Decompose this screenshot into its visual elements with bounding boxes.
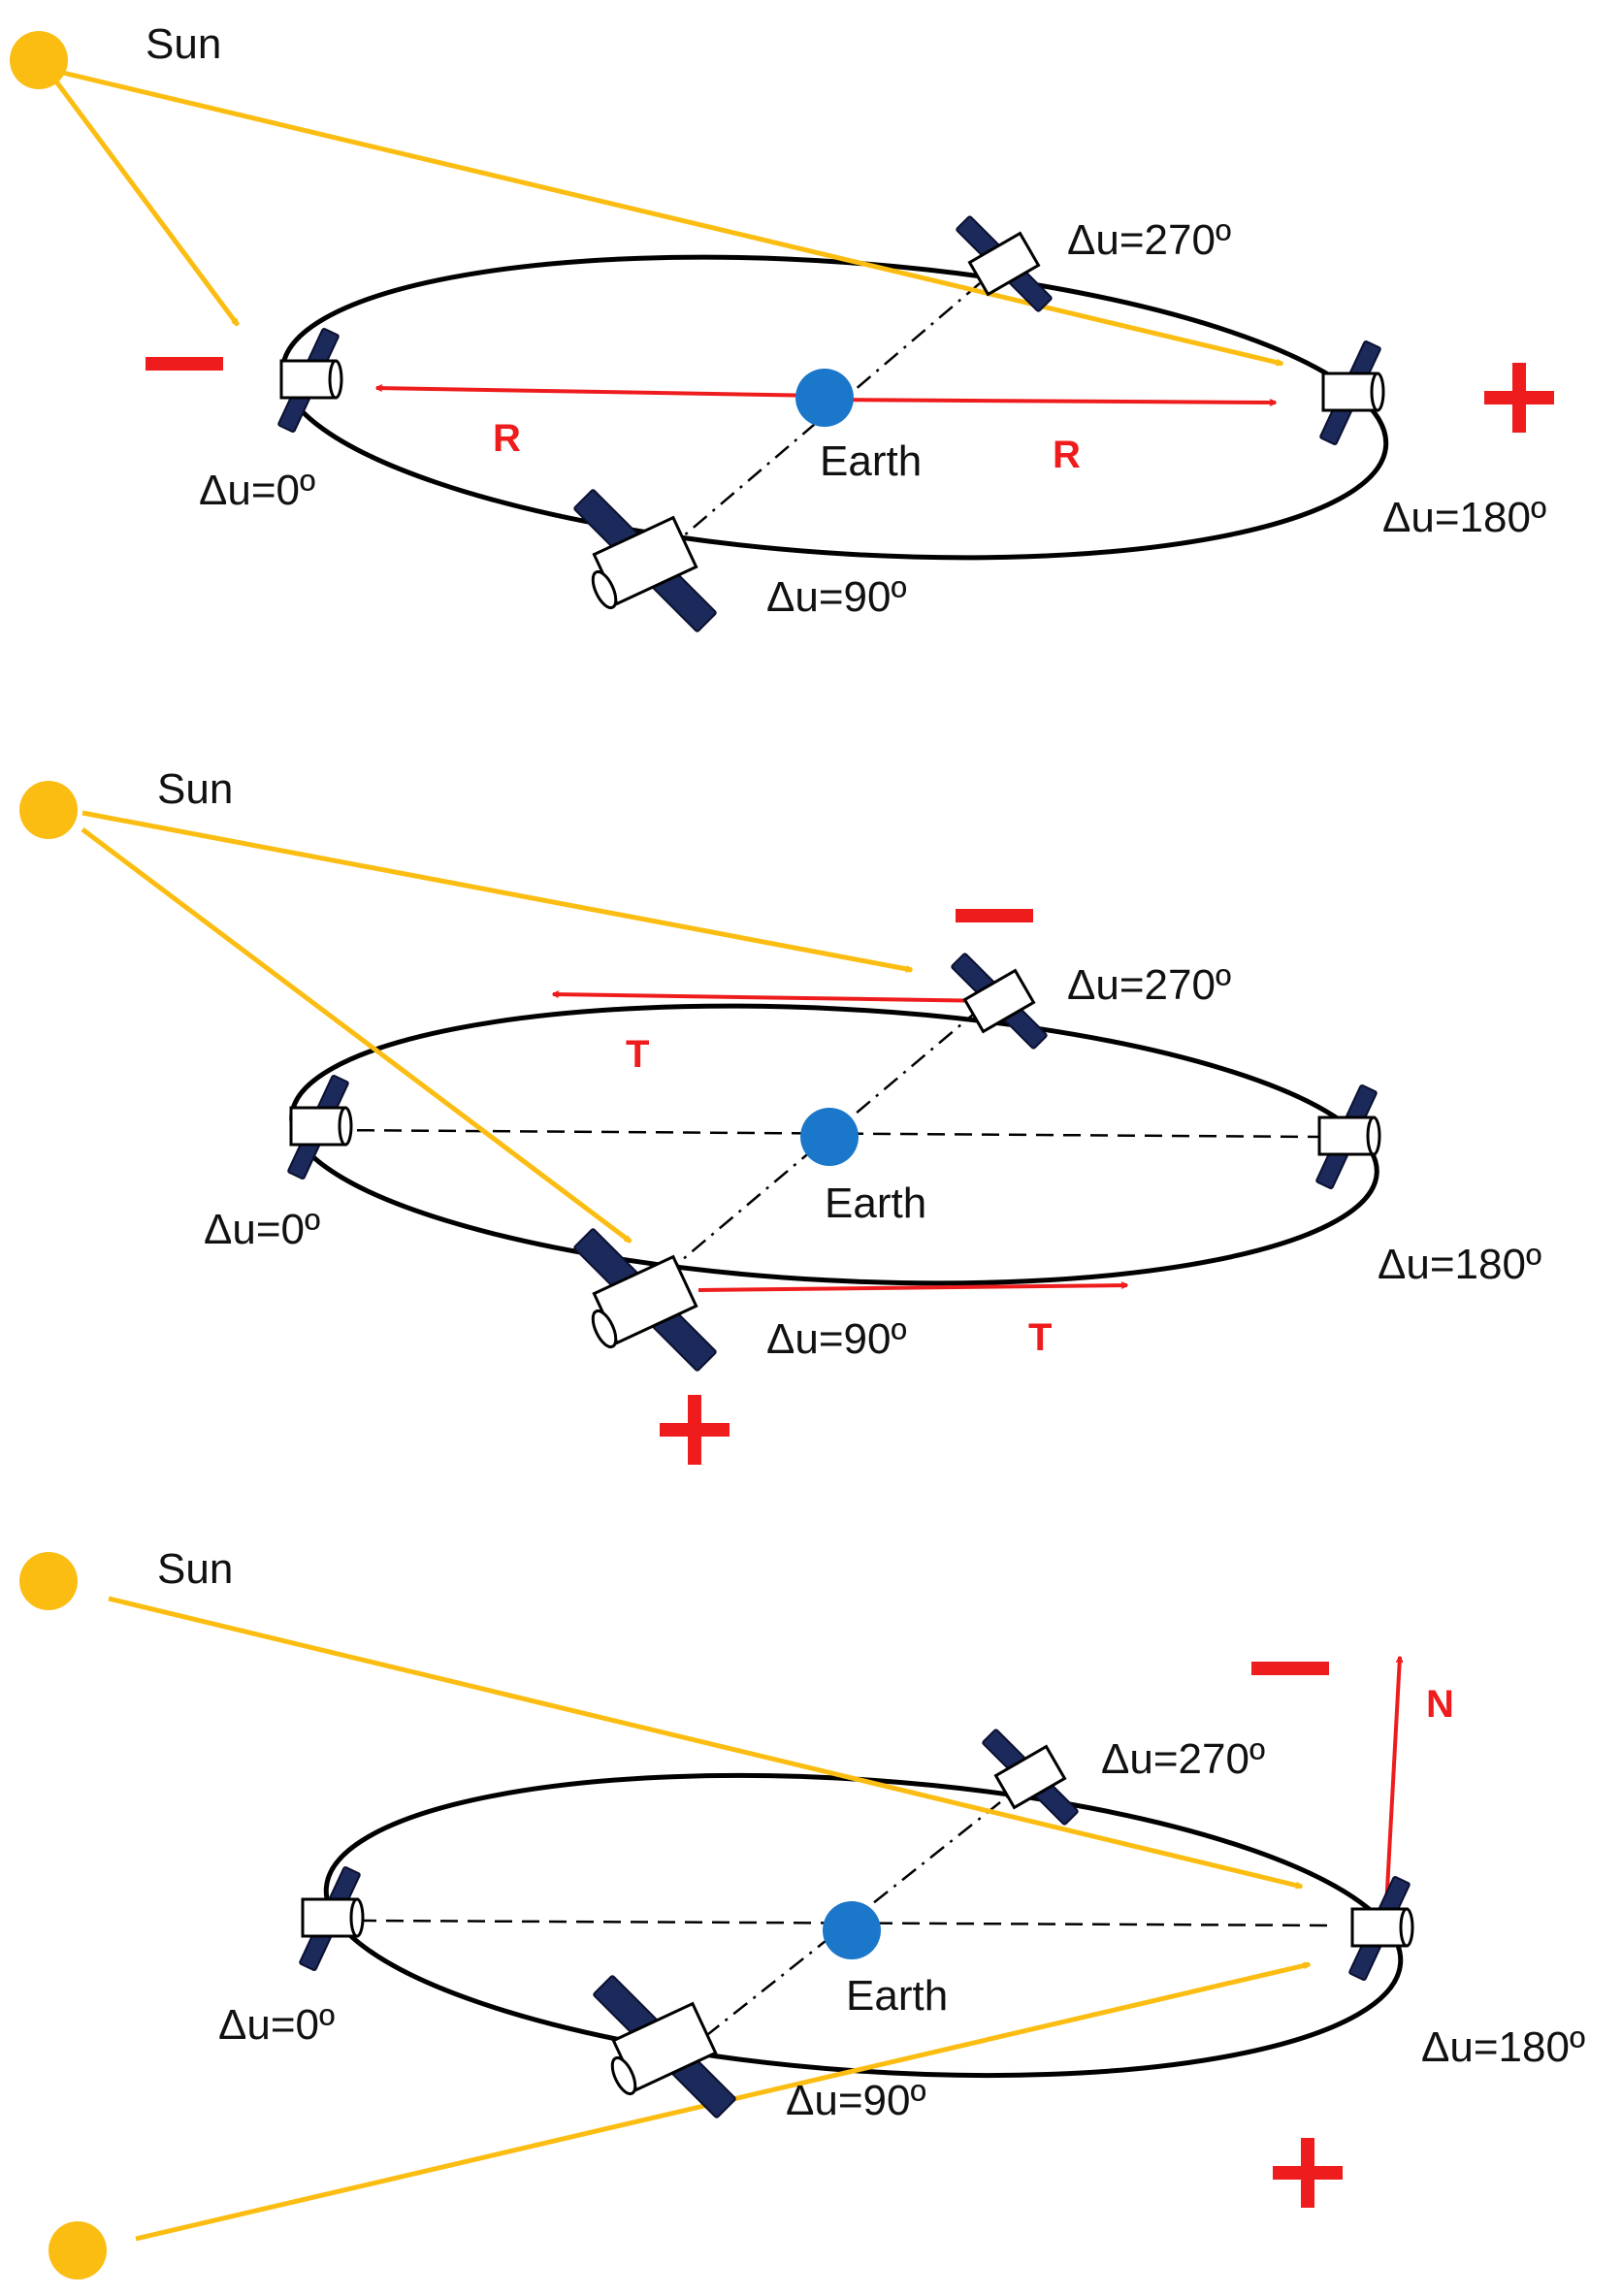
tangential-label: T — [626, 1033, 649, 1076]
satellite-icon — [1318, 339, 1385, 447]
minus-sign — [1251, 1662, 1329, 1675]
earth-label: Earth — [820, 437, 922, 485]
tangential-vector — [553, 994, 995, 1003]
tangential-label: T — [1028, 1316, 1052, 1359]
satellite-icon — [571, 487, 719, 634]
plus-sign — [1273, 2138, 1343, 2208]
sun-label: Sun — [157, 1545, 233, 1593]
delta-u-180-label: Δu=180º — [1421, 2023, 1585, 2071]
minus-sign — [146, 357, 223, 371]
sun-ray — [50, 76, 241, 325]
sun-label: Sun — [157, 765, 233, 813]
minus-sign — [956, 909, 1033, 922]
delta-u-180-label: Δu=180º — [1382, 494, 1546, 541]
satellite-icon — [1314, 1083, 1381, 1191]
panel-tangential: Sun Earth Δu=0º Δu=90º Δu=180º Δu=270º T… — [19, 765, 1541, 1465]
earth-icon — [795, 369, 854, 427]
delta-u-270-label: Δu=270º — [1067, 216, 1231, 264]
sun-ray — [62, 70, 1282, 364]
tangential-vector — [697, 1285, 1127, 1292]
satellite-icon — [1347, 1874, 1414, 1983]
satellite-icon — [591, 1973, 738, 2120]
delta-u-0-label: Δu=0º — [199, 467, 315, 514]
panel-radial: Sun Earth Δu=0º Δu=90º Δu=180º Δu=270º R… — [10, 20, 1554, 634]
orbit-diameter-line — [668, 282, 981, 549]
orbit-diameter-line — [668, 1008, 981, 1272]
earth-icon — [800, 1108, 859, 1166]
delta-u-0-label: Δu=0º — [218, 2001, 335, 2049]
sun-icon — [10, 31, 68, 89]
sun-icon — [19, 1552, 78, 1610]
sun-label: Sun — [146, 20, 221, 68]
radial-vector — [824, 398, 1276, 403]
radial-vector — [376, 388, 826, 398]
earth-label: Earth — [825, 1180, 926, 1227]
radial-label: R — [1053, 434, 1081, 476]
delta-u-270-label: Δu=270º — [1067, 961, 1231, 1009]
earth-label: Earth — [846, 1972, 948, 2020]
sun-icon — [49, 2221, 107, 2280]
plus-sign — [660, 1395, 730, 1465]
sun-ray — [81, 810, 912, 970]
delta-u-180-label: Δu=180º — [1378, 1241, 1541, 1288]
delta-u-270-label: Δu=270º — [1101, 1735, 1265, 1783]
orbit-diameter-line — [697, 1779, 1029, 2043]
sun-icon — [19, 781, 78, 839]
plus-sign — [1484, 363, 1554, 433]
radial-label: R — [493, 417, 521, 460]
normal-label: N — [1426, 1683, 1454, 1726]
normal-vector — [1383, 1657, 1400, 1926]
delta-u-0-label: Δu=0º — [204, 1206, 320, 1253]
panel-normal: Sun Earth Δu=0º Δu=90º Δu=180º Δu=270º N — [19, 1545, 1585, 2280]
delta-u-90-label: Δu=90º — [766, 1315, 907, 1363]
delta-u-90-label: Δu=90º — [786, 2077, 926, 2124]
earth-icon — [823, 1901, 881, 1959]
satellite-icon — [298, 1864, 365, 1973]
satellite-icon — [950, 952, 1049, 1051]
sun-ray — [108, 1596, 1302, 1887]
delta-u-90-label: Δu=90º — [766, 573, 907, 621]
sun-ray — [81, 827, 631, 1244]
